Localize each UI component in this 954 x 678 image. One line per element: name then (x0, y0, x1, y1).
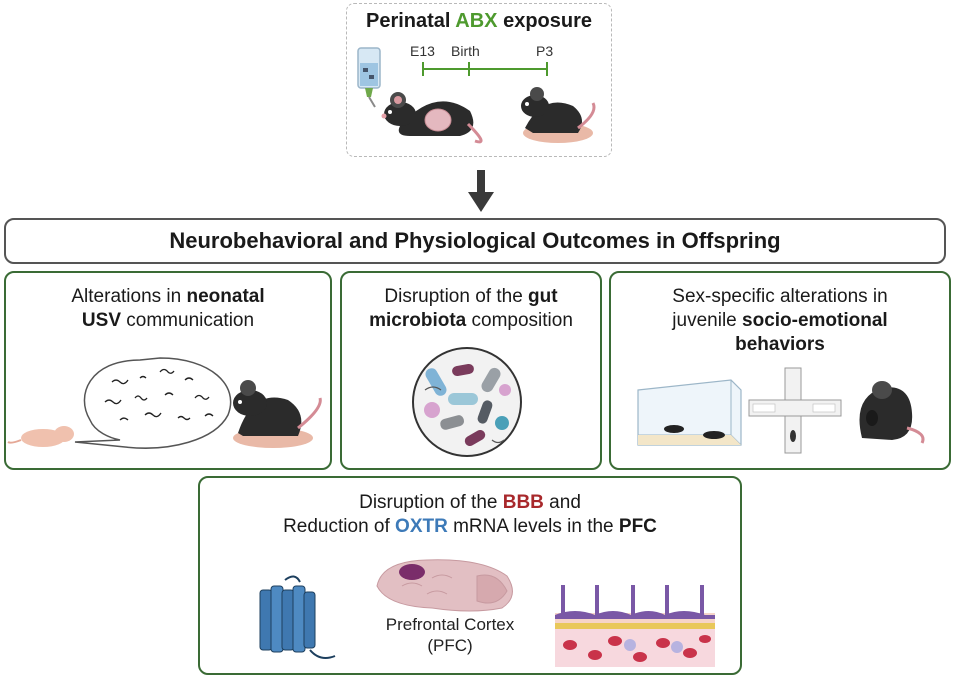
panel1-text: Alterations in neonatal USV communicatio… (4, 285, 332, 333)
text-part: communication (121, 310, 255, 331)
pregnant-mouse-icon (381, 92, 483, 144)
pfc-label-line1: Prefrontal Cortex (385, 615, 515, 634)
text-part: Alterations in (71, 286, 187, 307)
oxtr-term: OXTR (395, 516, 448, 537)
panel2-text: Disruption of the gut microbiota composi… (340, 285, 602, 333)
mother-with-pups-icon (233, 380, 322, 448)
text-bold: behaviors (735, 334, 825, 355)
text-bold: gut (528, 286, 558, 307)
juvenile-mouse-icon (859, 381, 925, 444)
text-bold: socio-emotional (742, 310, 888, 331)
title-part: exposure (497, 10, 592, 32)
text-part: composition (466, 310, 573, 331)
oxytocin-receptor-icon (259, 575, 336, 659)
pfc-label-line2: (PFC) (427, 636, 473, 655)
pup-icon (7, 426, 74, 447)
text-bold: neonatal (186, 286, 265, 307)
text-part: Disruption of the (384, 286, 529, 307)
open-field-arena-icon (637, 379, 742, 446)
text-part: mRNA levels in the (447, 516, 619, 537)
blood-brain-barrier-icon (555, 585, 715, 667)
banner-text: Neurobehavioral and Physiological Outcom… (169, 228, 781, 253)
water-bottle-icon (357, 47, 381, 108)
timeline-label-e13: E13 (410, 43, 435, 59)
panel-gut-microbiota (340, 271, 602, 470)
panel-bbb-oxtr (198, 476, 742, 675)
outcomes-banner: Neurobehavioral and Physiological Outcom… (4, 218, 946, 264)
microbiota-circle-icon (412, 347, 522, 457)
text-part: Sex-specific alterations in (672, 286, 888, 307)
pfc-label: Prefrontal Cortex (PFC) (360, 614, 540, 656)
down-arrow-icon (468, 170, 494, 212)
timeline-label-p3: P3 (536, 43, 554, 59)
text-bold: USV (81, 310, 121, 331)
abx-exposure-box (346, 3, 612, 157)
text-part: Disruption of the (359, 492, 503, 513)
abx-exposure-title: Perinatal ABX exposure (346, 10, 612, 33)
panel3-text: Sex-specific alterations in juvenile soc… (609, 285, 951, 357)
brain-icon (376, 559, 513, 612)
title-part: Perinatal (365, 10, 456, 32)
abx-term: ABX (455, 10, 498, 32)
bbb-term: BBB (502, 492, 544, 513)
text-part: and (543, 492, 581, 513)
text-part: Reduction of (283, 516, 396, 537)
panel4-text: Disruption of the BBB and Reduction of O… (198, 491, 742, 539)
timeline-label-birth: Birth (451, 43, 480, 59)
mother-with-pups-icon (521, 87, 596, 143)
text-bold: microbiota (369, 310, 467, 331)
elevated-plus-maze-icon (748, 367, 842, 454)
panel-usv-communication (4, 271, 332, 470)
panel-socio-emotional (609, 271, 951, 470)
pfc-term: PFC (618, 516, 657, 537)
text-part: juvenile (672, 310, 743, 331)
